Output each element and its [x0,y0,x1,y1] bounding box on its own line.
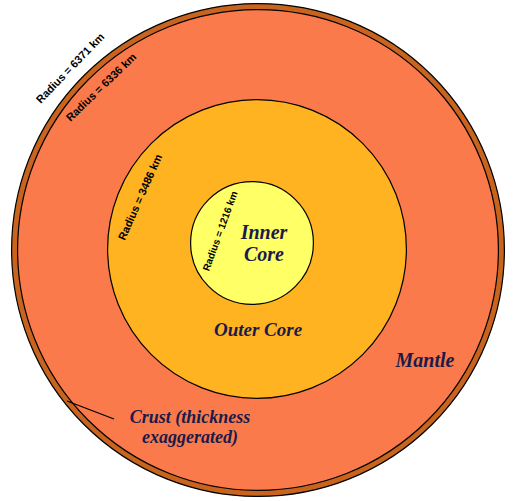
inner-core-circle [191,182,314,305]
mantle-circle: Radius = 6336 kmMantleRadius = 3486 kmOu… [17,9,499,491]
mantle-circle [18,10,499,491]
outer-core-circle [108,100,407,399]
crust-label: Crust (thickness exaggerated) [104,408,276,448]
outer-core-circle: Radius = 3486 kmOuter CoreRadius = 1216 … [107,99,407,399]
layer-name: Inner Core [234,221,294,265]
layer-name: Outer Core [214,320,302,341]
inner-core-circle: Radius = 1216 kmInner Core [190,181,314,305]
layer-name: Mantle [396,349,455,371]
crust-circle [12,4,505,497]
crust-circle: Radius = 6371 kmRadius = 6336 kmMantleRa… [11,3,505,497]
